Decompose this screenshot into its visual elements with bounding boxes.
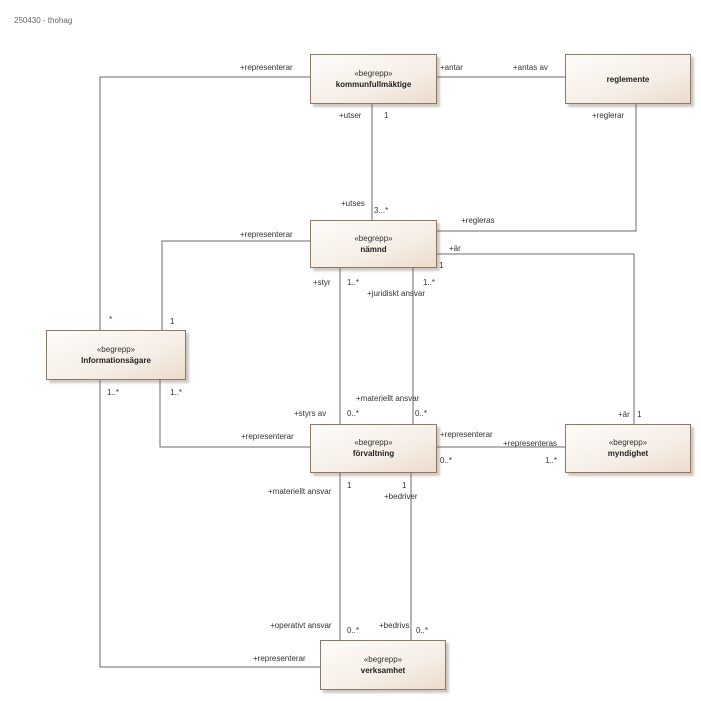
multiplicity-label: 3...* — [374, 206, 389, 215]
multiplicity-label: 1 — [439, 261, 444, 270]
role-label: +materiellt ansvar — [356, 394, 420, 403]
role-label: +materiellt ansvar — [268, 487, 332, 496]
multiplicity-label: 1..* — [347, 278, 360, 287]
role-label: +operativt ansvar — [270, 621, 332, 630]
class-name: nämnd — [360, 244, 387, 254]
class-name: förvaltning — [352, 449, 395, 458]
class-kommunfullmaktige[interactable]: «begrepp» kommunfullmäktige — [310, 54, 437, 104]
multiplicity-label: 0..* — [347, 409, 360, 418]
stereotype-label: «begrepp» — [354, 68, 393, 78]
multiplicity-label: 1 — [402, 481, 407, 490]
multiplicity-label: 0..* — [440, 456, 453, 465]
role-label: +representerar — [440, 430, 493, 439]
stereotype-label: «begrepp» — [608, 438, 648, 447]
class-name: kommunfullmäktige — [335, 79, 412, 89]
multiplicity-label: 0..* — [415, 409, 428, 418]
role-label: +juridiskt ansvar — [367, 289, 426, 298]
role-label: +utser — [339, 111, 362, 120]
class-reglemente[interactable]: reglemente — [565, 54, 691, 104]
stereotype-label: «begrepp» — [354, 438, 393, 447]
role-label: +bedriver — [384, 492, 418, 501]
class-name: Informationsägare — [81, 355, 151, 365]
assoc-kf-informationsagare — [99, 76, 310, 330]
multiplicity-label: * — [109, 315, 113, 324]
role-label: +styrs av — [294, 409, 327, 418]
class-myndighet[interactable]: «begrepp» myndighet — [565, 424, 691, 473]
assoc-informationsagare-verksamhet — [99, 380, 320, 668]
role-label: +antas av — [513, 63, 548, 72]
role-label: +är — [449, 244, 461, 253]
class-namnd[interactable]: «begrepp» nämnd — [310, 220, 437, 268]
stereotype-label: «begrepp» — [96, 344, 136, 354]
class-verksamhet[interactable]: «begrepp» verksamhet — [320, 640, 446, 690]
role-label: +representerar — [241, 432, 294, 441]
multiplicity-label: 1..* — [423, 278, 436, 287]
assoc-informationsagare-forvaltning — [159, 380, 310, 448]
class-forvaltning[interactable]: «begrepp» förvaltning — [310, 424, 437, 473]
role-label: +regleras — [461, 216, 495, 225]
assoc-namnd-informationsagare — [161, 240, 310, 330]
role-label: +antar — [440, 63, 463, 72]
role-label: +reglerar — [592, 111, 625, 120]
class-name: reglemente — [606, 74, 650, 84]
multiplicity-label: 1 — [347, 481, 352, 490]
class-name: myndighet — [607, 449, 649, 458]
assoc-namnd-myndighet — [437, 253, 635, 424]
role-label: +representeras — [503, 439, 558, 448]
class-name: verksamhet — [360, 665, 406, 675]
multiplicity-label: 1..* — [545, 456, 558, 465]
class-informationsagare[interactable]: «begrepp» Informationsägare — [46, 330, 186, 380]
role-label: +bedrivs — [379, 621, 410, 630]
diagram-header-note: 250430 - thohag — [14, 16, 73, 25]
role-label: +utses — [341, 199, 365, 208]
role-label: +representerar — [240, 230, 293, 239]
role-label: +styr — [313, 278, 331, 287]
stereotype-label: «begrepp» — [363, 654, 403, 664]
multiplicity-label: 1..* — [107, 388, 120, 397]
multiplicity-label: 0..* — [416, 626, 429, 635]
multiplicity-label: 1 — [637, 410, 642, 419]
multiplicity-label: 0..* — [347, 626, 360, 635]
stereotype-label: «begrepp» — [354, 233, 393, 243]
multiplicity-label: 1..* — [170, 388, 183, 397]
assoc-reglemente-namnd — [437, 104, 637, 232]
role-label: +representerar — [240, 63, 293, 72]
role-label: +representerar — [253, 654, 306, 663]
multiplicity-label: 1 — [170, 317, 175, 326]
role-label: +är — [618, 410, 630, 419]
multiplicity-label: 1 — [384, 111, 389, 120]
